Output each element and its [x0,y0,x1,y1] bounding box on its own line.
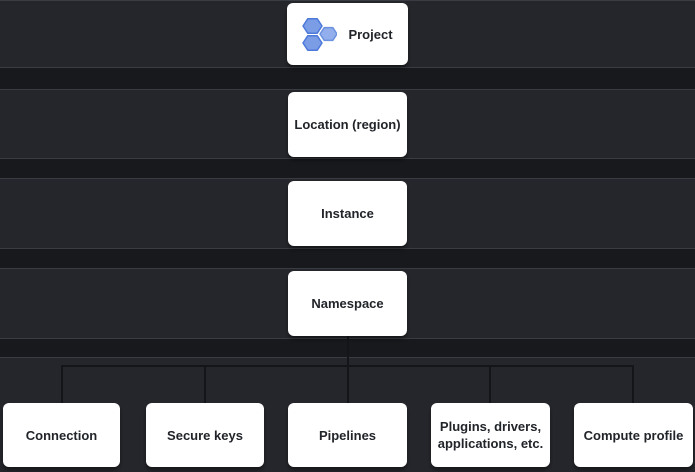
node-location-label: Location (region) [294,117,401,132]
node-instance: Instance [288,181,407,246]
node-instance-label: Instance [321,206,374,221]
node-plugins-drivers-applications: Plugins, drivers, applications, etc. [431,403,550,467]
connector-namespace-riser [347,336,349,366]
data-fusion-hexagons-icon [302,17,338,51]
node-compute-profile: Compute profile [574,403,693,467]
node-project: Project [287,3,408,65]
connector-drop-connection [61,366,63,403]
node-location-region: Location (region) [288,92,407,157]
connector-drop-secure-keys [204,366,206,403]
connector-drop-pipelines [347,366,349,403]
node-pipelines-label: Pipelines [318,427,377,443]
node-connection-label: Connection [25,427,98,443]
node-namespace-label: Namespace [311,296,384,311]
connector-drop-compute-profile [632,366,634,403]
node-compute-profile-label: Compute profile [583,427,684,443]
node-secure-keys-label: Secure keys [167,427,243,443]
node-namespace: Namespace [288,271,407,336]
node-connection: Connection [3,403,120,467]
node-project-label: Project [348,26,393,42]
node-plugins-label: Plugins, drivers, applications, etc. [437,419,544,451]
node-secure-keys: Secure keys [146,403,264,467]
node-pipelines: Pipelines [288,403,407,467]
connector-drop-plugins [489,366,491,403]
